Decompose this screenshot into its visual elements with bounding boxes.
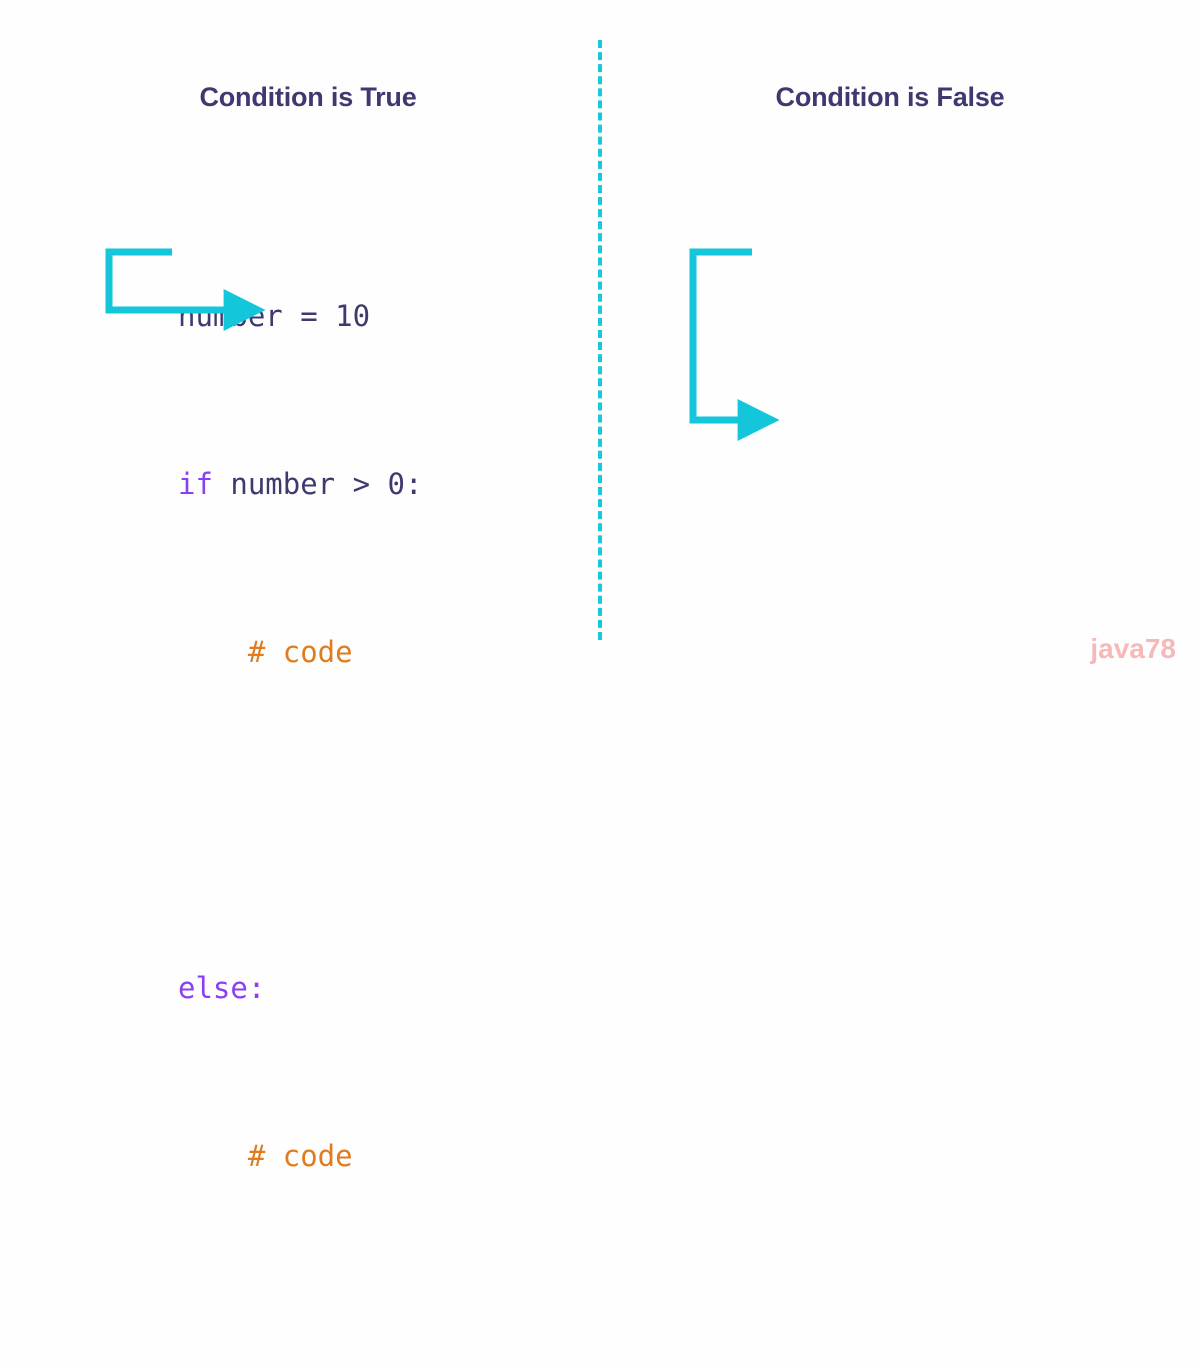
code-token-keyword: if — [178, 467, 213, 501]
panel-condition-true: Condition is True number = 10 if number … — [0, 0, 600, 1173]
panel-divider — [598, 40, 602, 640]
code-line-blank — [178, 1296, 440, 1352]
diagram-canvas: Condition is True number = 10 if number … — [0, 0, 1200, 1173]
panel-condition-false: Condition is False number = -5 if number… — [600, 0, 1200, 683]
code-line-blank — [178, 792, 440, 848]
code-token-plain: number > 0: — [212, 467, 423, 501]
code-line: # code — [178, 624, 440, 680]
code-token-comment: # code — [178, 1139, 353, 1173]
code-token-comment: # code — [178, 635, 353, 669]
code-line: number = 10 — [178, 288, 440, 344]
code-token-keyword: else: — [178, 971, 266, 1005]
panel-title-false: Condition is False — [775, 82, 1005, 112]
code-line: if number > 0: — [178, 456, 440, 512]
code-block-true: number = 10 if number > 0: # code else: … — [178, 176, 440, 1366]
code-line: else: — [178, 960, 440, 1016]
panel-title-true: Condition is True — [199, 82, 417, 112]
code-line: # code — [178, 1128, 440, 1184]
watermark: java78 — [1090, 633, 1176, 664]
code-token-plain: number = 10 — [178, 299, 371, 333]
